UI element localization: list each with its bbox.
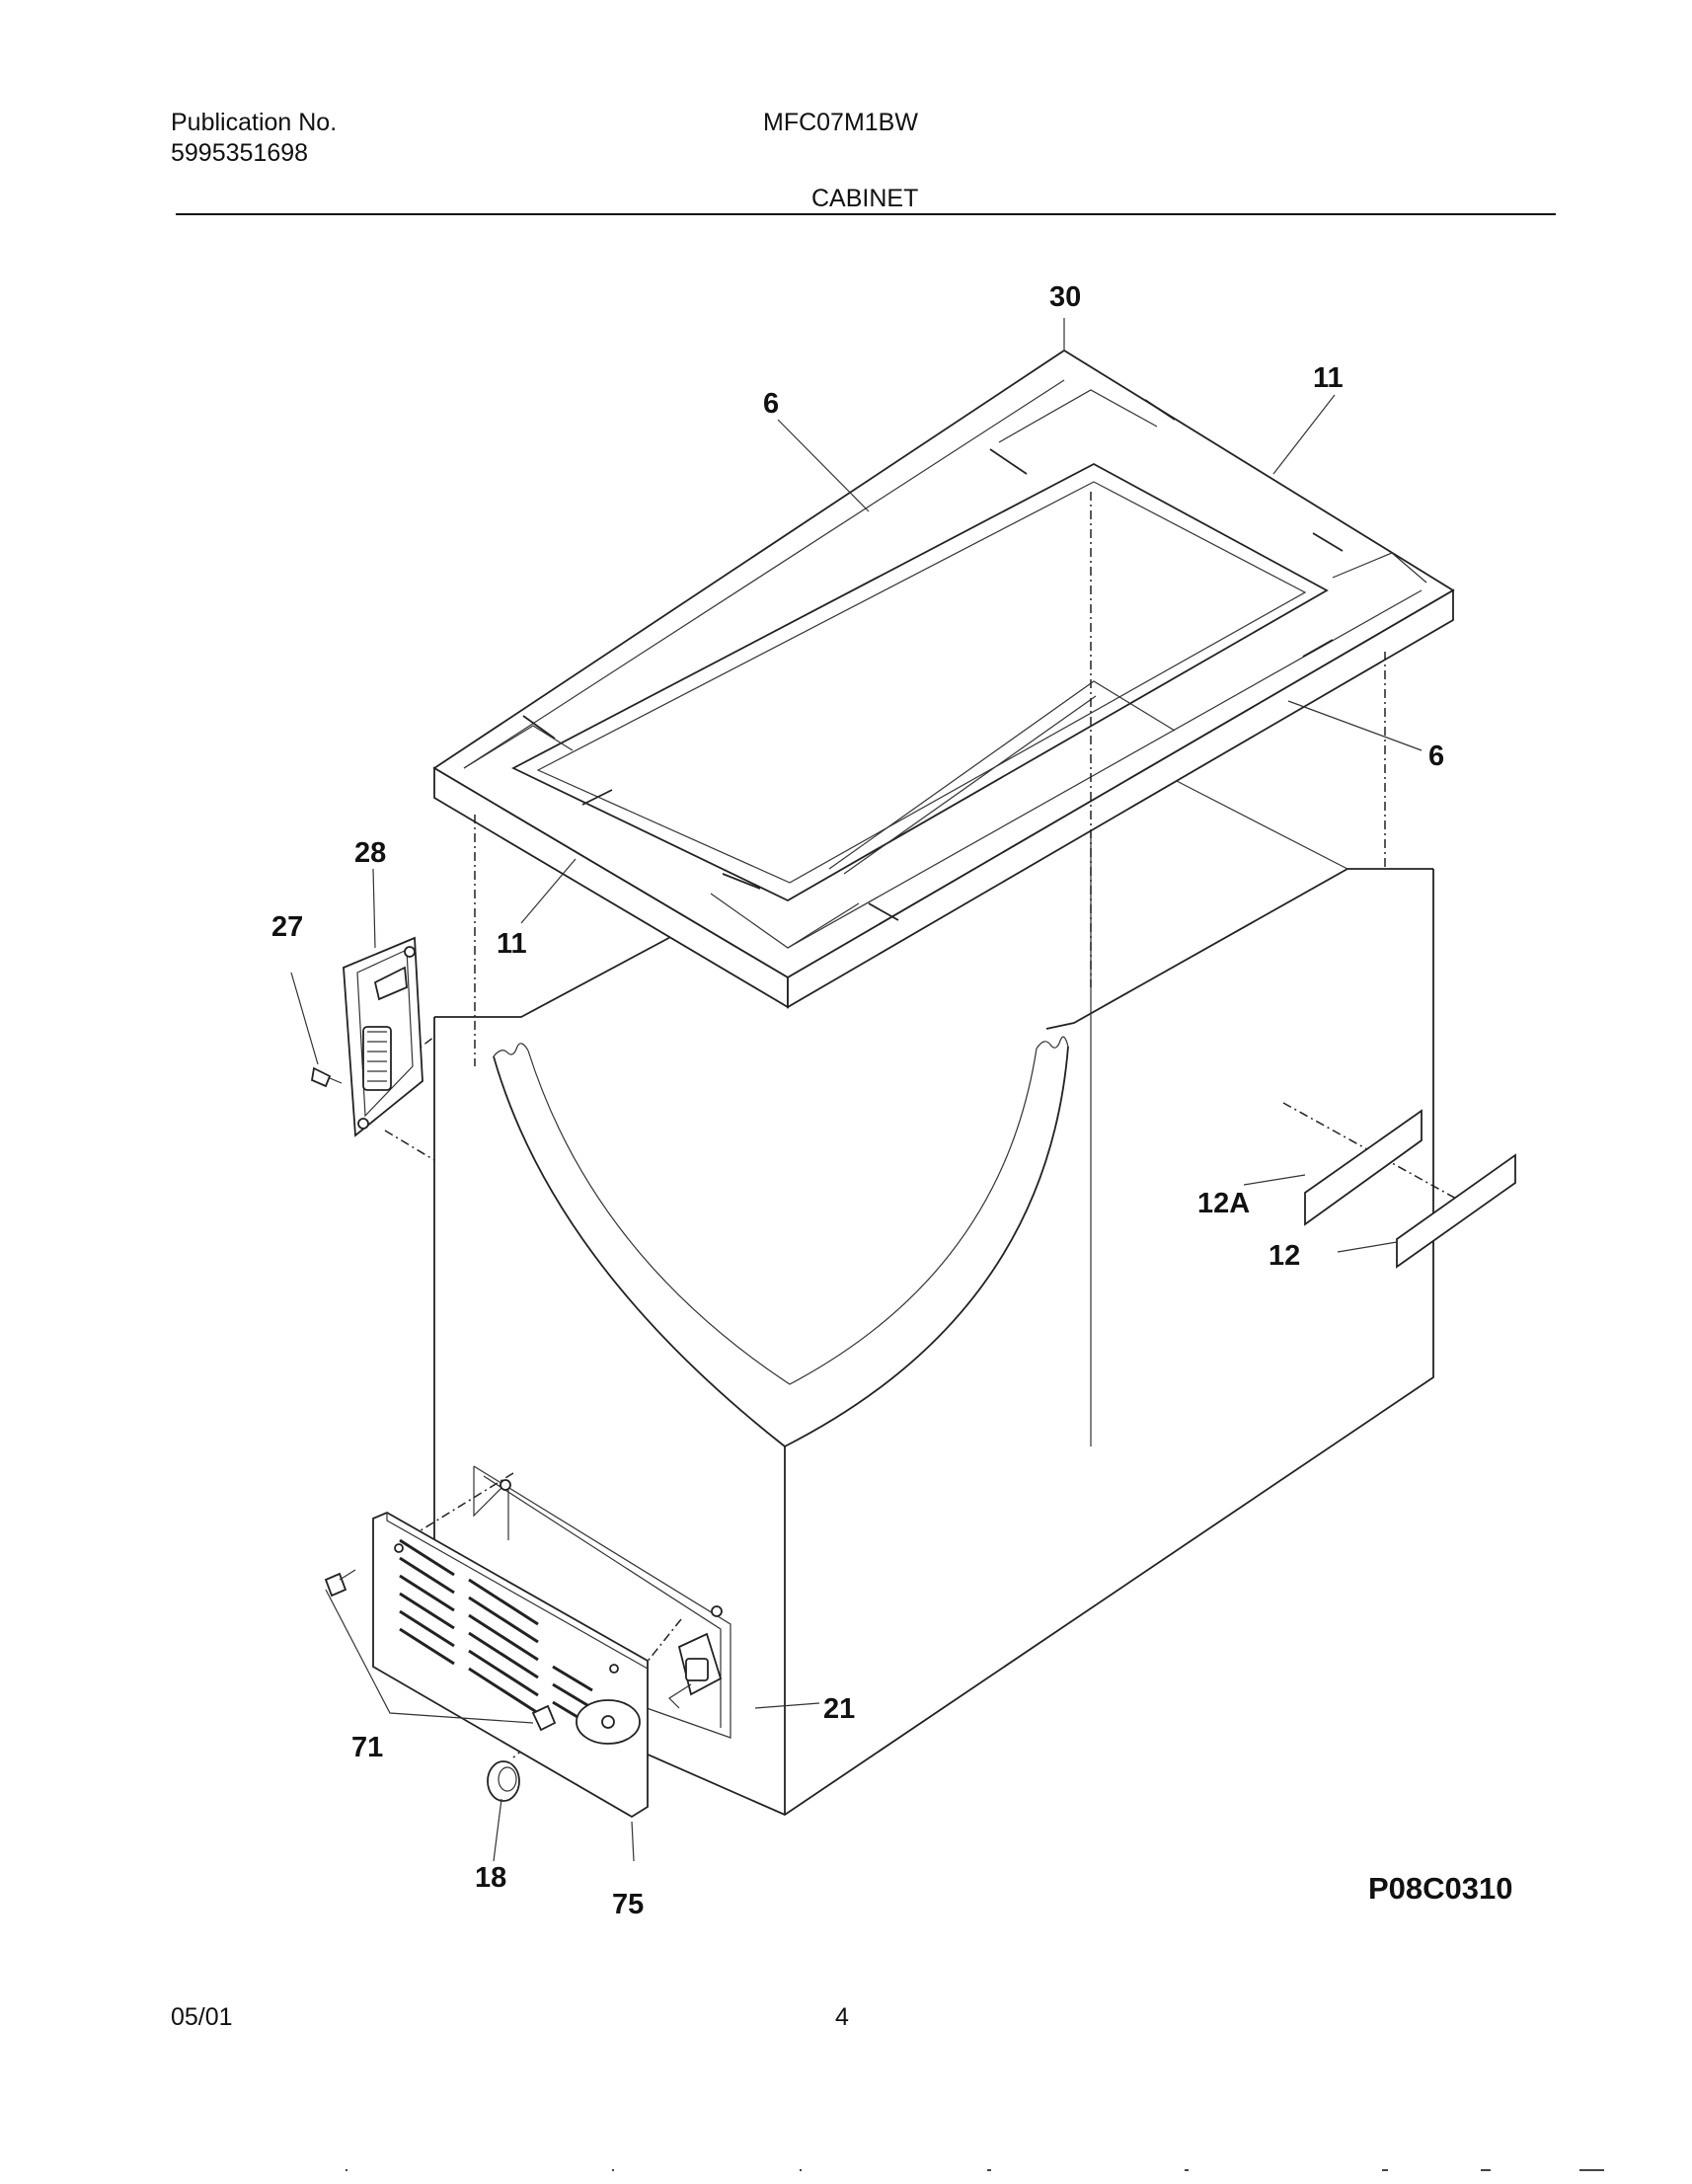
callout-28: 28 xyxy=(354,837,386,869)
page-number: 4 xyxy=(835,2003,849,2031)
callouts: 30 11 6 6 28 27 11 12A 12 21 71 18 75 P0… xyxy=(271,281,1513,1920)
callout-30: 30 xyxy=(1049,281,1081,313)
label-strips xyxy=(1304,1109,1516,1269)
footer-date: 05/01 xyxy=(171,2003,233,2031)
hinge-assembly xyxy=(343,936,423,1137)
publication-label: Publication No. xyxy=(171,109,338,136)
machine-compartment xyxy=(473,1465,731,1739)
header-rule xyxy=(176,213,1556,215)
thermostat-control xyxy=(668,1632,723,1709)
callout-12: 12 xyxy=(1269,1240,1300,1272)
callout-11-bottom: 11 xyxy=(497,928,527,960)
grille-screws xyxy=(324,1569,557,1732)
callout-12a: 12A xyxy=(1197,1188,1250,1219)
callout-71: 71 xyxy=(351,1732,383,1763)
callout-6-right: 6 xyxy=(1428,741,1444,772)
callout-11-top: 11 xyxy=(1313,362,1344,394)
callout-27: 27 xyxy=(271,911,303,943)
model-number: MFC07M1BW xyxy=(763,109,918,136)
hinge-screw xyxy=(290,972,343,1088)
scan-artifacts xyxy=(346,2169,1604,2171)
callout-21: 21 xyxy=(823,1693,855,1725)
breaker-strip-frame xyxy=(432,349,1455,1009)
callout-75: 75 xyxy=(612,1889,644,1920)
leader-lines xyxy=(325,318,1423,1862)
plug-button xyxy=(487,1760,520,1802)
callout-6-left: 6 xyxy=(763,388,779,420)
publication-number: 5995351698 xyxy=(171,139,309,167)
drawing-code: P08C0310 xyxy=(1368,1871,1513,1906)
rear-grille xyxy=(372,1511,649,1819)
callout-18: 18 xyxy=(475,1862,506,1894)
section-title: CABINET xyxy=(811,185,919,212)
